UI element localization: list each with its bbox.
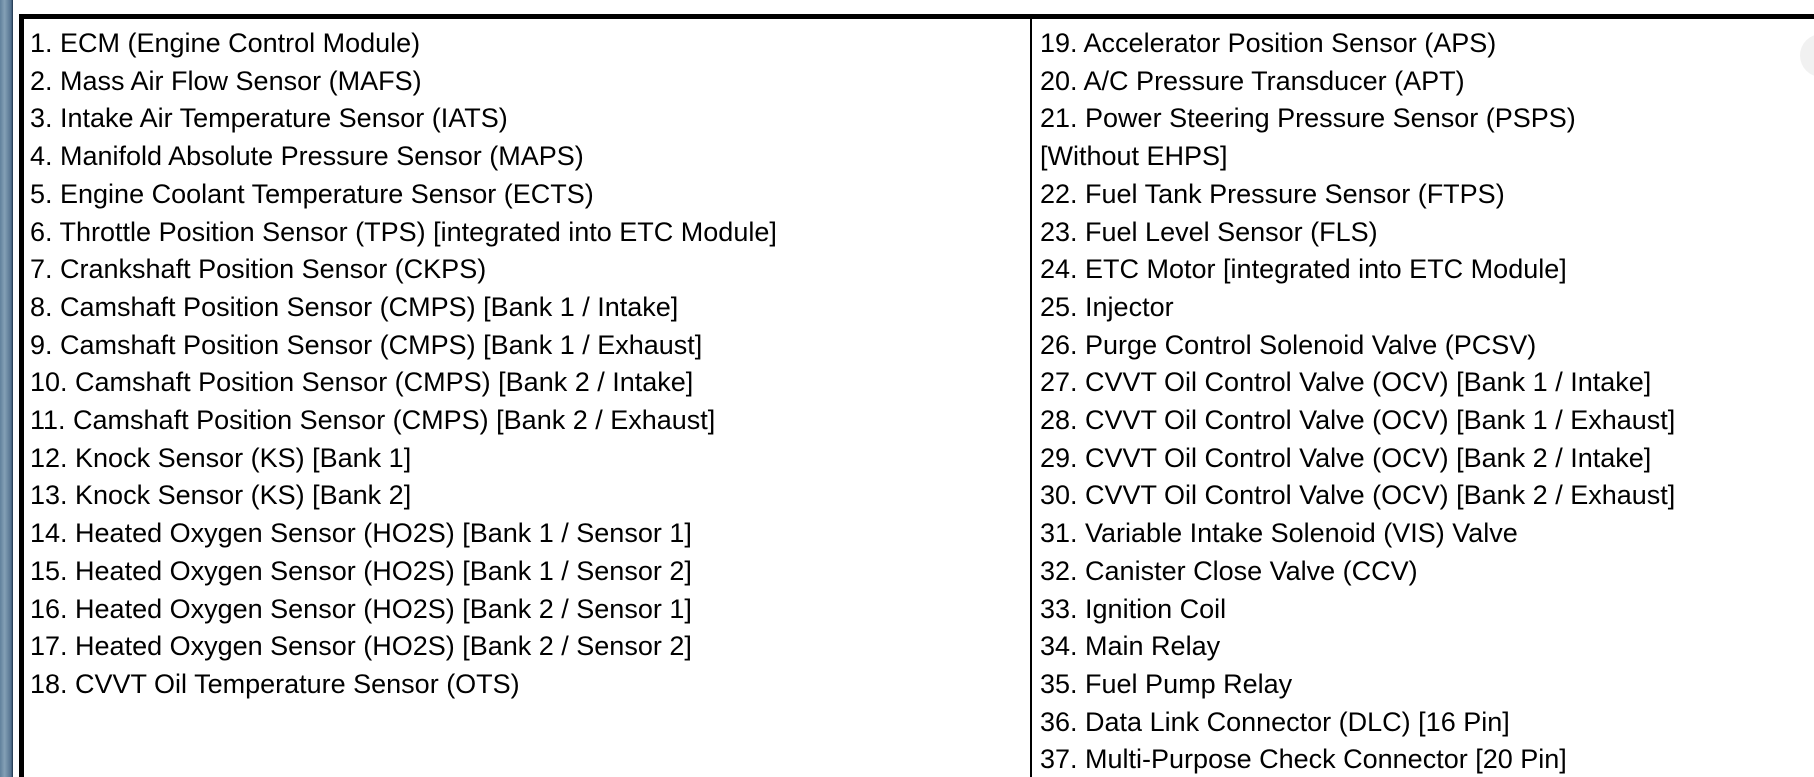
legend-item: 5. Engine Coolant Temperature Sensor (EC… <box>30 178 594 209</box>
legend-item: 23. Fuel Level Sensor (FLS) <box>1040 216 1378 247</box>
legend-item: 18. CVVT Oil Temperature Sensor (OTS) <box>30 668 520 699</box>
legend-item: 21. Power Steering Pressure Sensor (PSPS… <box>1040 103 1576 134</box>
legend-item: 24. ETC Motor [integrated into ETC Modul… <box>1040 254 1567 285</box>
legend-item: 4. Manifold Absolute Pressure Sensor (MA… <box>30 141 584 172</box>
legend-item: 22. Fuel Tank Pressure Sensor (FTPS) <box>1040 178 1505 209</box>
legend-item: 12. Knock Sensor (KS) [Bank 1] <box>30 442 412 473</box>
legend-item: 7. Crankshaft Position Sensor (CKPS) <box>30 254 487 285</box>
legend-item: 36. Data Link Connector (DLC) [16 Pin] <box>1040 706 1510 737</box>
legend-item: 27. CVVT Oil Control Valve (OCV) [Bank 1… <box>1040 367 1652 398</box>
legend-item: 16. Heated Oxygen Sensor (HO2S) [Bank 2 … <box>30 593 692 624</box>
legend-column-right: 19. Accelerator Position Sensor (APS) 20.… <box>1032 19 1814 777</box>
legend-item: 17. Heated Oxygen Sensor (HO2S) [Bank 2 … <box>30 631 692 662</box>
legend-item: 30. CVVT Oil Control Valve (OCV) [Bank 2… <box>1040 480 1676 511</box>
legend-item: 33. Ignition Coil <box>1040 593 1227 624</box>
legend-item: 8. Camshaft Position Sensor (CMPS) [Bank… <box>30 291 679 322</box>
legend-item: 28. CVVT Oil Control Valve (OCV) [Bank 1… <box>1040 405 1676 436</box>
legend-item: 13. Knock Sensor (KS) [Bank 2] <box>30 480 412 511</box>
legend-item: 29. CVVT Oil Control Valve (OCV) [Bank 2… <box>1040 442 1652 473</box>
legend-item: 14. Heated Oxygen Sensor (HO2S) [Bank 1 … <box>30 518 692 549</box>
legend-item: 2. Mass Air Flow Sensor (MAFS) <box>30 65 422 96</box>
legend-item: 11. Camshaft Position Sensor (CMPS) [Ban… <box>30 405 716 436</box>
legend-item: 31. Variable Intake Solenoid (VIS) Valve <box>1040 518 1518 549</box>
legend-item: 32. Canister Close Valve (CCV) <box>1040 555 1418 586</box>
legend-item: 1. ECM (Engine Control Module) <box>30 28 421 58</box>
legend-item: 37. Multi-Purpose Check Connector [20 Pi… <box>1040 744 1567 775</box>
legend-column-left: 1. ECM (Engine Control Module) 2. Mass Ai… <box>24 19 1030 777</box>
legend-item: 25. Injector <box>1040 291 1174 322</box>
legend-item: 3. Intake Air Temperature Sensor (IATS) <box>30 103 508 134</box>
legend-item: 9. Camshaft Position Sensor (CMPS) [Bank… <box>30 329 703 360</box>
legend-item: 19. Accelerator Position Sensor (APS) <box>1040 28 1497 58</box>
column-divider <box>1030 19 1032 777</box>
legend-item: 26. Purge Control Solenoid Valve (PCSV) <box>1040 329 1537 360</box>
legend-item: 10. Camshaft Position Sensor (CMPS) [Ban… <box>30 367 694 398</box>
corner-circle-decoration <box>1800 34 1814 77</box>
legend-item: 6. Throttle Position Sensor (TPS) [integ… <box>30 216 777 247</box>
legend-item: [Without EHPS] <box>1040 141 1228 172</box>
left-edge-bar <box>0 0 13 777</box>
legend-item: 34. Main Relay <box>1040 631 1221 662</box>
legend-item: 20. A/C Pressure Transducer (APT) <box>1040 65 1465 96</box>
legend-item: 35. Fuel Pump Relay <box>1040 668 1293 699</box>
component-legend-panel: 1. ECM (Engine Control Module) 2. Mass Ai… <box>19 14 1814 777</box>
legend-item: 15. Heated Oxygen Sensor (HO2S) [Bank 1 … <box>30 555 692 586</box>
